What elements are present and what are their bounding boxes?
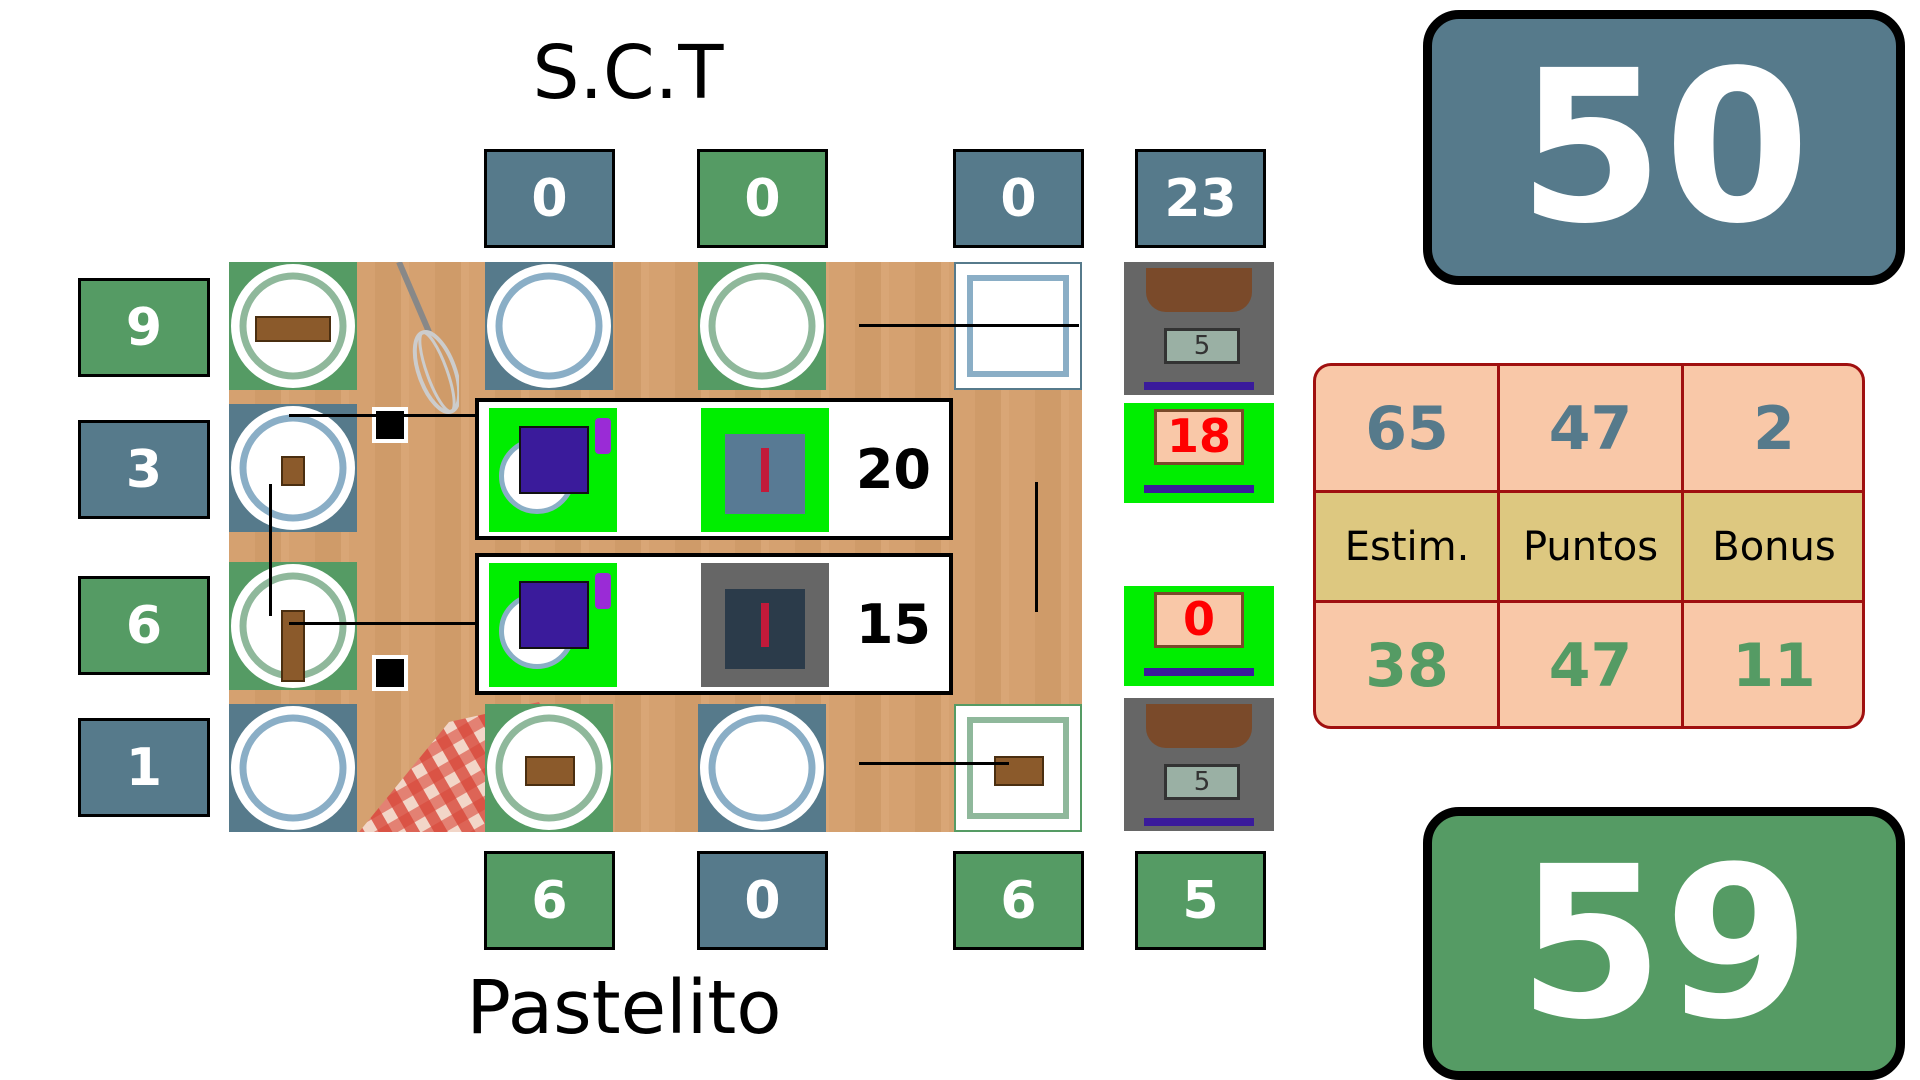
table-divider (1316, 600, 1862, 603)
robot-icon (489, 408, 617, 532)
board-tile (485, 704, 613, 832)
top-counter: 0 (484, 149, 615, 248)
connector-line (1035, 482, 1038, 612)
table-divider (1316, 490, 1862, 493)
fiducial-marker (372, 407, 408, 443)
stat-bottom-bonus: 11 (1732, 630, 1816, 701)
board-tile (229, 262, 357, 390)
board-tile (698, 262, 826, 390)
cake-icon (281, 610, 305, 682)
cake-icon (525, 756, 575, 786)
top-counter: 23 (1135, 149, 1266, 248)
stat-bottom-estim: 38 (1365, 630, 1449, 701)
cake-icon (281, 456, 305, 486)
plate-icon (700, 264, 824, 388)
stats-table: 65 47 2 Estim. Puntos Bonus 38 47 11 (1313, 363, 1865, 729)
top-team-name: S.C.T (532, 30, 724, 116)
bottom-counter: 5 (1135, 851, 1266, 950)
scale-label: 5 (1164, 764, 1240, 800)
board-tile (954, 704, 1082, 832)
scale-label: 5 (1164, 328, 1240, 364)
left-counter: 1 (78, 718, 210, 817)
connector-line (289, 414, 476, 417)
dispenser: 18 (1124, 403, 1274, 503)
table-divider (1681, 366, 1684, 726)
dispenser-value: 18 (1166, 409, 1231, 463)
header-puntos: Puntos (1499, 492, 1682, 602)
stat-top-bonus: 2 (1753, 394, 1795, 464)
scale-icon: 5 (1124, 698, 1274, 831)
board-tile (229, 404, 357, 532)
robot-icon (489, 563, 617, 687)
dispenser: 0 (1124, 586, 1274, 686)
robot-panel: 15 (475, 553, 953, 695)
bottom-counter: 6 (953, 851, 1084, 950)
board-tile (229, 562, 357, 690)
connector-line (269, 484, 272, 616)
bottom-counter: 0 (697, 851, 828, 950)
bottom-team-score: 59 (1423, 807, 1905, 1080)
stat-top-estim: 65 (1365, 394, 1449, 464)
top-team-score: 50 (1423, 10, 1905, 285)
board-tile (485, 262, 613, 390)
cake-icon (255, 316, 331, 342)
table-divider (1497, 366, 1500, 726)
left-counter: 6 (78, 576, 210, 675)
panel-value: 15 (855, 592, 931, 656)
top-counter: 0 (953, 149, 1084, 248)
connector-line (289, 622, 476, 625)
enemy-robot-icon (701, 563, 829, 687)
bottom-counter: 6 (484, 851, 615, 950)
cake-icon (994, 756, 1044, 786)
top-counter: 0 (697, 149, 828, 248)
dispenser-value: 0 (1182, 592, 1215, 646)
whisk-decoration (396, 262, 459, 414)
board-tile (229, 704, 357, 832)
robot-panel: 20 (475, 398, 953, 540)
left-counter: 9 (78, 278, 210, 377)
plate-icon (231, 706, 355, 830)
plate-icon (487, 264, 611, 388)
game-board (229, 262, 1082, 832)
bottom-team-name: Pastelito (466, 965, 782, 1051)
board-tile (698, 704, 826, 832)
header-estim: Estim. (1316, 492, 1498, 602)
plate-icon (700, 706, 824, 830)
stat-top-puntos: 47 (1548, 394, 1633, 464)
header-bonus: Bonus (1683, 492, 1862, 602)
scale-icon: 5 (1124, 262, 1274, 395)
fiducial-marker (372, 655, 408, 691)
left-counter: 3 (78, 420, 210, 519)
connector-line (859, 324, 1079, 327)
enemy-robot-icon (701, 408, 829, 532)
stat-bottom-puntos: 47 (1548, 630, 1633, 701)
connector-line (859, 762, 1009, 765)
panel-value: 20 (855, 437, 931, 501)
